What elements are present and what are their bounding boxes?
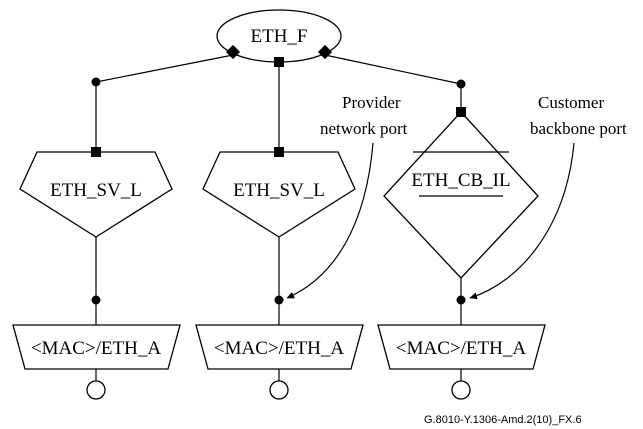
connection-lines (95, 54, 462, 381)
eth-sv-l-pentagon (202, 151, 356, 238)
link-right (324, 54, 462, 85)
mac-eth-a-label: <MAC>/ETH_A (31, 338, 161, 359)
customer-backbone-port-annotation: Customer backbone port (469, 93, 627, 300)
access-point-circle (451, 380, 471, 400)
eth-cb-il-port (456, 107, 466, 117)
eth-sv-l-port (274, 147, 284, 157)
eth-sv-l-label: ETH_SV_L (233, 180, 325, 201)
provider-port-arrow (286, 142, 374, 299)
branch-2: ETH_SV_L <MAC>/ETH_A (195, 147, 364, 400)
provider-port-line-2: network port (320, 119, 408, 138)
mac-eth-a-trapezoid (195, 324, 364, 370)
mac-eth-a-label: <MAC>/ETH_A (214, 338, 344, 359)
branch-1: ETH_SV_L <MAC>/ETH_A (12, 77, 181, 400)
branch-3: ETH_CB_IL <MAC>/ETH_A (377, 79, 546, 400)
mac-eth-a-trapezoid (377, 324, 546, 370)
customer-port-line-1: Customer (538, 93, 604, 112)
mac-eth-a-label: <MAC>/ETH_A (396, 338, 526, 359)
eth-sv-l-label: ETH_SV_L (50, 180, 142, 201)
figure-identifier: G.8010-Y.1306-Amd.2(10)_FX.6 (424, 414, 582, 426)
junction-dot (456, 295, 466, 305)
customer-port-arrow (469, 142, 575, 300)
eth-f-port-middle (274, 57, 284, 67)
eth-sv-l-pentagon (19, 151, 173, 238)
junction-dot (91, 77, 101, 87)
eth-sv-l-port (91, 147, 101, 157)
eth-cb-il-diamond (383, 111, 539, 279)
eth-cb-il-label: ETH_CB_IL (411, 170, 510, 191)
junction-dot (456, 79, 466, 89)
junction-dot (91, 295, 101, 305)
access-point-circle (269, 380, 289, 400)
eth-f-label: ETH_F (251, 26, 308, 47)
link-left (95, 54, 234, 83)
eth-f-node: ETH_F (216, 9, 342, 67)
eth-f-port-right (317, 44, 333, 60)
provider-network-port-annotation: Provider network port (286, 93, 408, 299)
provider-port-line-1: Provider (342, 93, 401, 112)
customer-port-line-2: backbone port (530, 119, 627, 138)
access-point-circle (86, 380, 106, 400)
mac-eth-a-trapezoid (12, 324, 181, 370)
junction-dot (274, 295, 284, 305)
